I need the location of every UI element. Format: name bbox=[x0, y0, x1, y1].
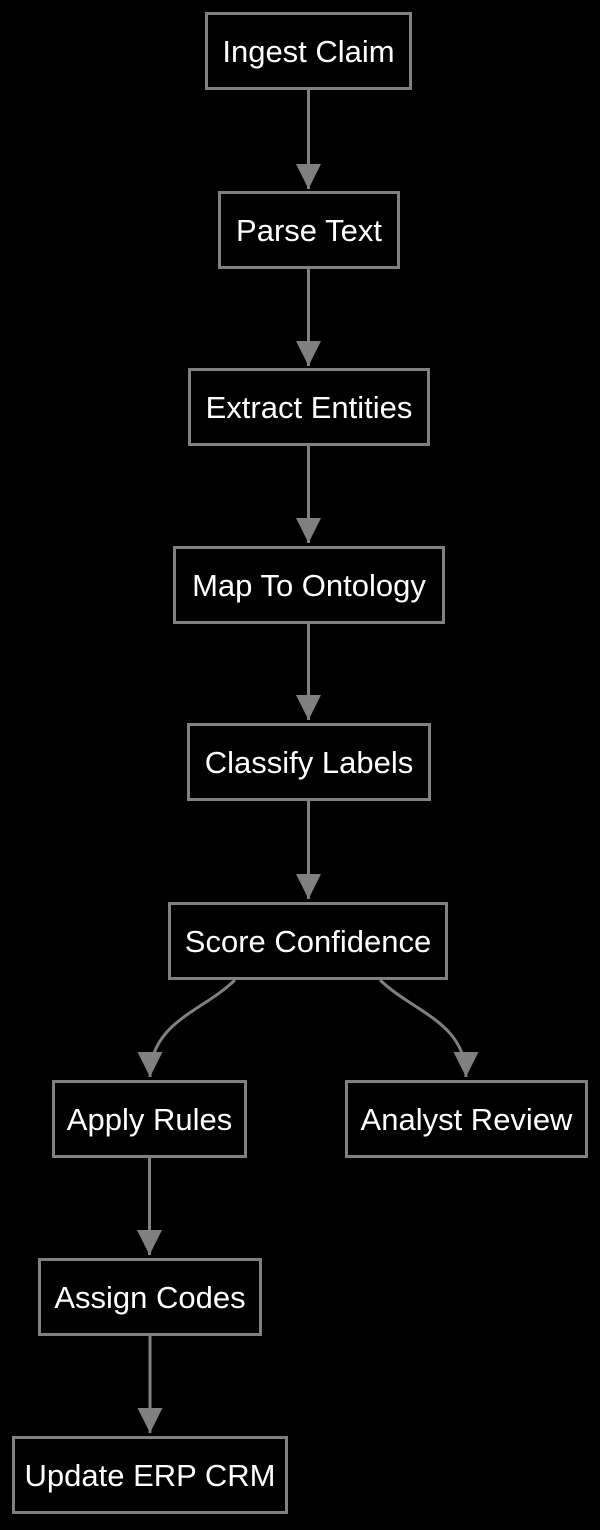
node-assign-codes: Assign Codes bbox=[38, 1258, 262, 1336]
node-apply-rules: Apply Rules bbox=[52, 1080, 247, 1158]
node-analyst-review: Analyst Review bbox=[345, 1080, 588, 1158]
node-extract-entities-label: Extract Entities bbox=[205, 389, 413, 425]
node-score-confidence: Score Confidence bbox=[168, 902, 448, 980]
edge-score-to-analyst bbox=[378, 978, 479, 1078]
node-classify-labels-label: Classify Labels bbox=[204, 744, 414, 780]
node-ingest-claim-label: Ingest Claim bbox=[222, 33, 395, 69]
node-extract-entities: Extract Entities bbox=[188, 368, 430, 446]
node-parse-text-label: Parse Text bbox=[236, 212, 382, 248]
node-map-to-ontology: Map To Ontology bbox=[173, 546, 445, 624]
node-update-erp-crm: Update ERP CRM bbox=[12, 1436, 288, 1514]
node-assign-codes-label: Assign Codes bbox=[54, 1279, 246, 1315]
node-score-confidence-label: Score Confidence bbox=[184, 923, 432, 959]
node-map-to-ontology-label: Map To Ontology bbox=[192, 567, 426, 603]
node-update-erp-crm-label: Update ERP CRM bbox=[24, 1457, 276, 1493]
node-apply-rules-label: Apply Rules bbox=[66, 1101, 233, 1137]
node-classify-labels: Classify Labels bbox=[187, 723, 431, 801]
edge-score-to-apply bbox=[137, 978, 237, 1078]
node-ingest-claim: Ingest Claim bbox=[205, 12, 412, 90]
node-parse-text: Parse Text bbox=[218, 191, 400, 269]
node-analyst-review-label: Analyst Review bbox=[360, 1101, 573, 1137]
